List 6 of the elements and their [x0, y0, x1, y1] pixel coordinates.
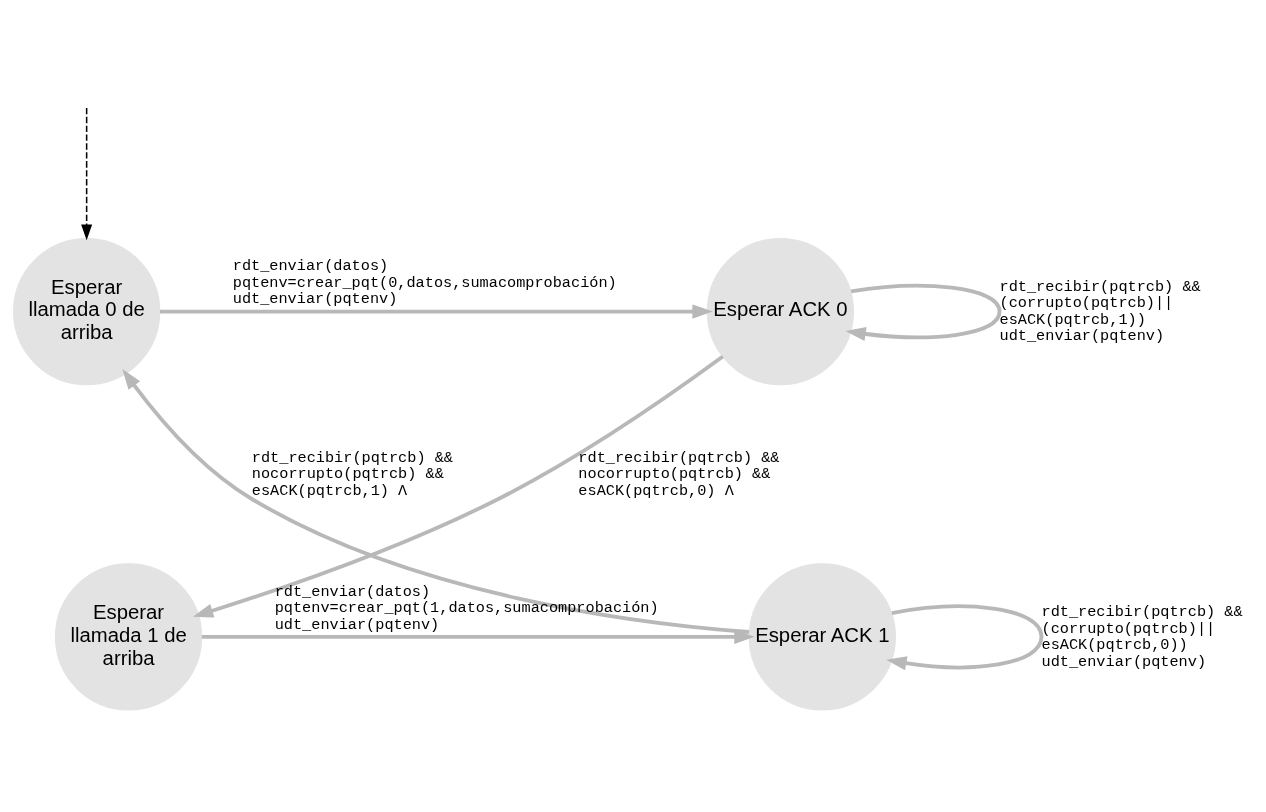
edge-label: rdt_enviar(datos) pqtenv=crear_pqt(1,datos,sumacomprobación) udt_enviar(pqtenv) — [274, 582, 659, 634]
edge-label: rdt_recibir(pqtrcb) && nocorrupto(pqtrcb) && esACK(pqtrcb,1) Λ — [251, 448, 453, 500]
edge-label: rdt_recibir(pqtrcb) && (corrupto(pqtrcb)|| esACK(pqtrcb,0)) udt_enviar(pqtenv) — [1041, 602, 1243, 671]
edge-label: rdt_recibir(pqtrcb) && nocorrupto(pqtrcb) && esACK(pqtrcb,0) Λ — [578, 448, 780, 500]
edge-label: rdt_enviar(datos) pqtenv=crear_pqt(0,datos,sumacomprobación) udt_enviar(pqtenv) — [232, 256, 617, 308]
edge-label: rdt_recibir(pqtrcb) && (corrupto(pqtrcb)|| esACK(pqtrcb,1)) udt_enviar(pqtenv) — [999, 277, 1201, 345]
